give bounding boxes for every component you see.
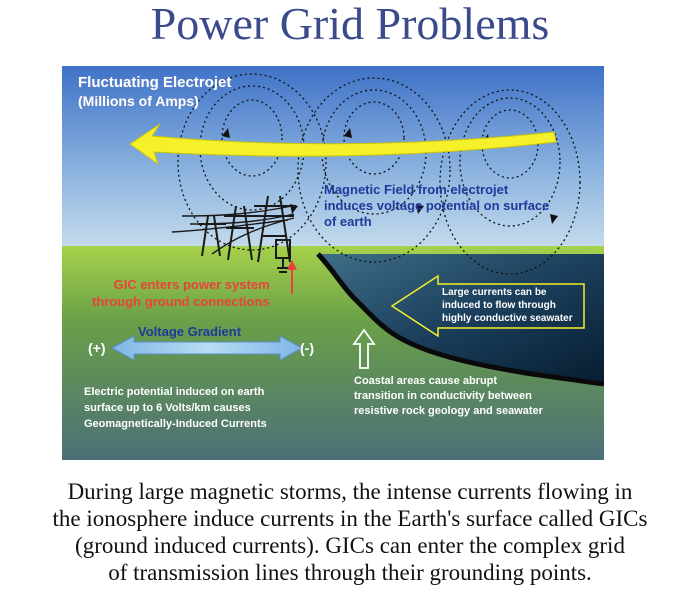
- diagram-panel: Fluctuating Electrojet (Millions of Amps…: [62, 66, 604, 460]
- large-currents-line: Large currents can be: [442, 287, 547, 298]
- electric-potential-line: Geomagnetically-Induced Currents: [84, 418, 267, 430]
- coastal-line: transition in conductivity between: [354, 390, 532, 402]
- gic-line: GIC enters power system: [113, 277, 270, 292]
- large-currents-line: highly conductive seawater: [442, 313, 573, 324]
- electrojet-label: Fluctuating Electrojet: [78, 74, 232, 91]
- coastline: [316, 252, 604, 387]
- large-currents-arrow: [390, 274, 585, 338]
- diagram-illustration: [62, 66, 604, 460]
- large-currents-line: induced to flow through: [442, 300, 556, 311]
- electric-potential-line: Electric potential induced on earth: [84, 386, 265, 398]
- electric-potential-label: Electric potential induced on earth surf…: [84, 384, 267, 432]
- power-towers: [198, 195, 296, 273]
- caption-line: During large magnetic storms, the intens…: [67, 479, 633, 504]
- electrojet-arrow: [129, 123, 557, 166]
- minus-label: (-): [300, 340, 314, 356]
- coastal-line: resistive rock geology and seawater: [354, 405, 543, 417]
- seawater: [318, 254, 604, 384]
- gic-line: through ground connections: [92, 294, 270, 309]
- coastal-line: Coastal areas cause abrupt: [354, 375, 498, 387]
- magnetic-field-line: induces voltage potential on surface: [324, 198, 550, 213]
- voltage-gradient-label: Voltage Gradient: [138, 324, 242, 339]
- caption-line: of transmission lines through their grou…: [108, 560, 592, 585]
- coastal-label: Coastal areas cause abrupt transition in…: [354, 374, 543, 419]
- gic-label: GIC enters power system through ground c…: [92, 276, 270, 310]
- sky: [62, 66, 604, 266]
- electric-potential-line: surface up to 6 Volts/km causes: [84, 402, 251, 414]
- caption-line: the ionosphere induce currents in the Ea…: [52, 506, 648, 531]
- coastal-arrow: [352, 328, 376, 369]
- plus-label: (+): [88, 340, 106, 356]
- caption-line: (ground induced currents). GICs can ente…: [75, 533, 625, 558]
- magnetic-field-line: of earth: [324, 214, 372, 229]
- large-currents-label: Large currents can be induced to flow th…: [442, 286, 573, 325]
- voltage-gradient-arrow: [110, 335, 304, 361]
- page-title: Power Grid Problems: [150, 0, 550, 49]
- electrojet-sublabel: (Millions of Amps): [78, 93, 199, 109]
- magnetic-field-label: Magnetic Field from electrojet induces v…: [324, 182, 549, 230]
- magnetic-field-line: Magnetic Field from electrojet: [324, 182, 509, 197]
- caption: During large magnetic storms, the intens…: [0, 478, 700, 586]
